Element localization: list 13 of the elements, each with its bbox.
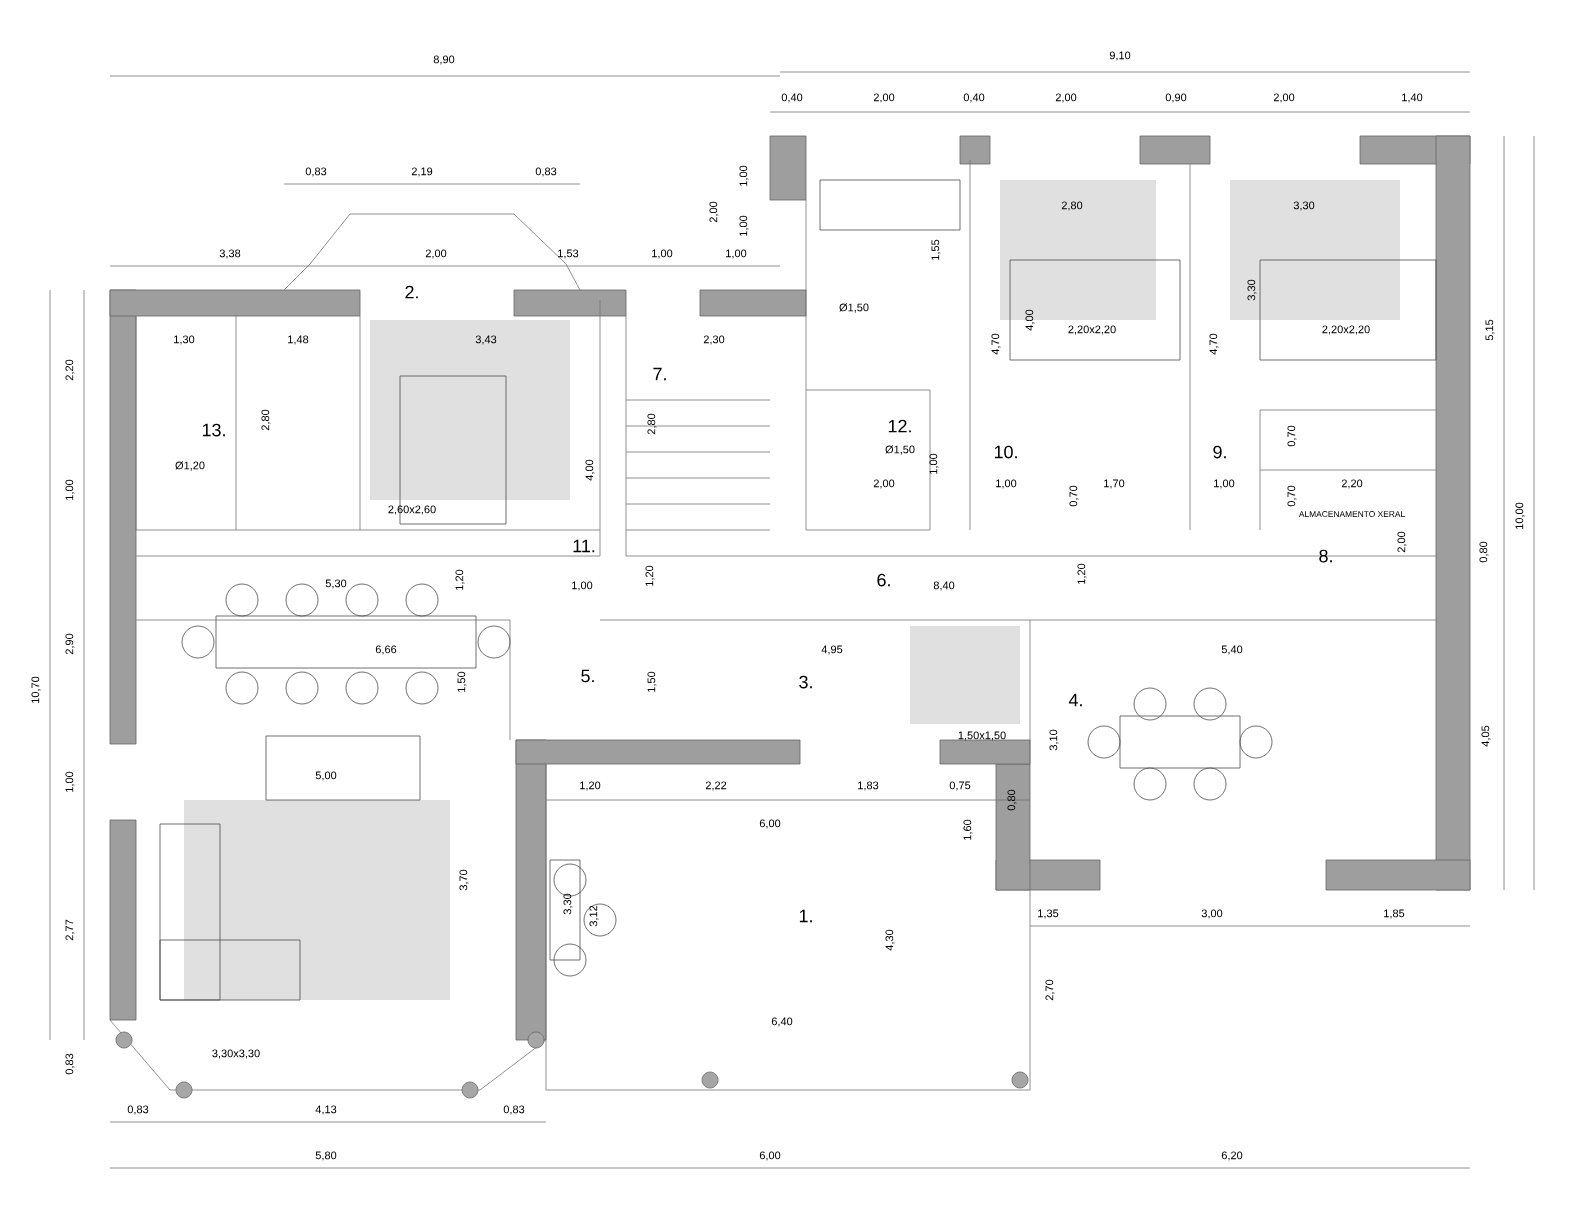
room-number: 7. (653, 367, 666, 381)
room-number: 12. (888, 419, 911, 433)
room-number: 3. (799, 675, 812, 689)
room-number: 4. (1068, 693, 1082, 707)
room-number: 9. (1213, 445, 1226, 459)
room-number: 10. (994, 445, 1017, 459)
room-number: 5. (581, 669, 594, 683)
room-number: 8. (1319, 549, 1332, 563)
room-number: 6. (877, 573, 890, 587)
room-number: 1. (799, 909, 812, 923)
room-number: 2. (405, 285, 418, 299)
room-number: 13. (202, 423, 225, 437)
room-number: 11. (573, 539, 595, 553)
